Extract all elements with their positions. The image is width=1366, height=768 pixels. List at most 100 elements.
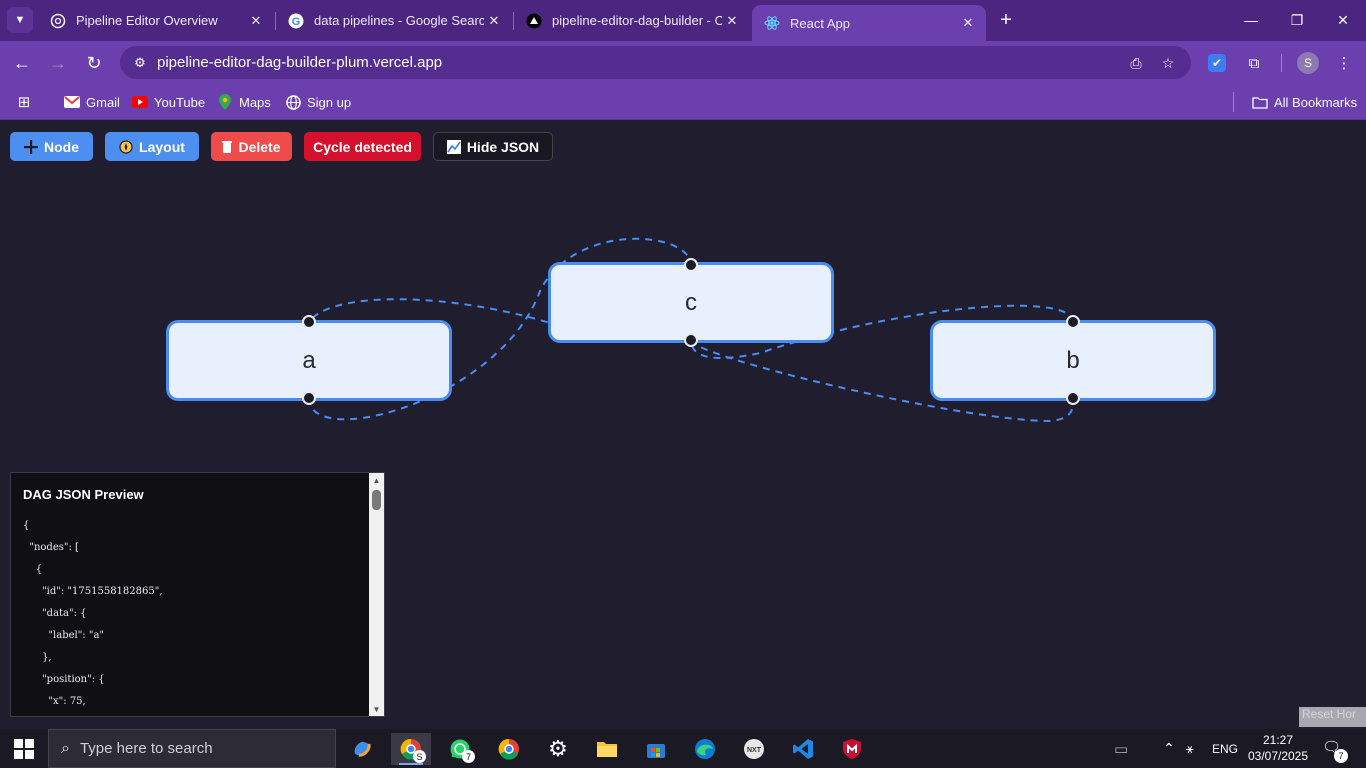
extensions-button[interactable]: ⧉ [1242, 51, 1266, 75]
bookmark-youtube[interactable]: YouTube [132, 92, 205, 112]
folder-icon [597, 742, 617, 757]
star-icon[interactable]: ☆ [1161, 54, 1175, 71]
node-b-source-handle[interactable] [1066, 391, 1080, 405]
browser-tab-strip: ▼ Pipeline Editor Overview ✕ G data pipe… [0, 0, 1366, 41]
tab-google-search[interactable]: G data pipelines - Google Search ✕ [276, 0, 512, 41]
close-icon[interactable]: ✕ [726, 12, 738, 28]
svg-text:NXT: NXT [747, 747, 762, 754]
taskbar-copilot[interactable] [342, 733, 382, 765]
close-icon: ✕ [1337, 11, 1349, 28]
auto-layout-button[interactable]: Layout [105, 132, 199, 161]
restore-button[interactable]: ❐ [1274, 0, 1320, 40]
dag-node-a[interactable]: a [166, 320, 452, 401]
json-preview-content: { "nodes": [ { "id": "1751558182865", "d… [23, 520, 163, 707]
node-a-source-handle[interactable] [302, 391, 316, 405]
bookmark-label: Gmail [86, 94, 120, 110]
close-icon[interactable]: ✕ [250, 12, 262, 28]
reset-overlay-text: Reset Hor [1299, 707, 1366, 727]
add-node-button[interactable]: Node [10, 132, 93, 161]
extension-icon: ✔ [1208, 54, 1226, 72]
tray-show-hidden[interactable]: ⌃ [1163, 729, 1175, 768]
tab-react-app[interactable]: React App ✕ [752, 5, 986, 41]
browser-toolbar: ← → ↻ ⚙ pipeline-editor-dag-builder-plum… [0, 41, 1366, 84]
toolbar-divider [1281, 54, 1282, 72]
search-placeholder: Type here to search [79, 740, 213, 757]
node-c-source-handle[interactable] [684, 333, 698, 347]
tab-search-button[interactable]: ▼ [7, 7, 33, 33]
taskbar-clock[interactable]: 21:27 03/07/2025 [1246, 732, 1310, 764]
install-app-icon[interactable]: ⎙ [1130, 54, 1142, 71]
edge-icon [695, 739, 715, 759]
node-b-target-handle[interactable] [1066, 315, 1080, 329]
forward-button[interactable]: → [44, 49, 72, 77]
tray-network-status[interactable]: ▭ [1114, 729, 1128, 768]
taskbar-edge[interactable] [685, 733, 725, 765]
plus-icon: + [1000, 8, 1012, 31]
menu-button[interactable]: ⋮ [1332, 51, 1356, 75]
chevron-up-icon: ⌃ [1163, 740, 1175, 756]
scroll-thumb[interactable] [372, 490, 381, 510]
json-preview-panel[interactable]: DAG JSON Preview { "nodes": [ { "id": "1… [10, 472, 385, 717]
json-scrollbar[interactable]: ▲ ▼ [369, 473, 384, 716]
profile-button[interactable]: S [1296, 51, 1320, 75]
trash-icon [222, 140, 233, 153]
minimize-button[interactable]: — [1228, 0, 1274, 40]
bookmark-maps[interactable]: Maps [217, 92, 271, 112]
edge-c-b [690, 339, 1075, 423]
notification-center-button[interactable]: 🗨 7 [1322, 738, 1348, 763]
taskbar-store[interactable] [636, 733, 676, 765]
reload-button[interactable]: ↻ [80, 49, 108, 77]
url-text[interactable]: pipeline-editor-dag-builder-plum.vercel.… [157, 54, 443, 71]
avatar: S [1297, 52, 1319, 74]
toggle-json-button[interactable]: Hide JSON [433, 132, 553, 161]
taskbar-chrome[interactable] [489, 733, 529, 765]
node-label: c [685, 288, 697, 316]
tab-separator [513, 12, 514, 30]
taskbar-file-explorer[interactable] [587, 733, 627, 765]
address-bar[interactable]: ⚙ pipeline-editor-dag-builder-plum.verce… [120, 46, 1191, 79]
tab-title: data pipelines - Google Search [314, 13, 484, 28]
gmail-icon [64, 94, 80, 110]
taskbar-settings[interactable]: ⚙ [538, 733, 578, 765]
dag-canvas[interactable] [0, 121, 1366, 729]
close-icon[interactable]: ✕ [962, 15, 974, 30]
bookmark-signup[interactable]: Sign up [285, 92, 351, 112]
taskbar-nxtwave[interactable]: NXT [734, 733, 774, 765]
close-icon[interactable]: ✕ [488, 12, 500, 28]
tab-vercel-project[interactable]: pipeline-editor-dag-builder - O ✕ [514, 0, 750, 41]
node-a-target-handle[interactable] [302, 315, 316, 329]
close-window-button[interactable]: ✕ [1320, 0, 1366, 40]
apps-button[interactable]: ⊞ [16, 92, 38, 112]
taskbar-search-input[interactable]: ⌕ Type here to search [48, 729, 336, 768]
tab-pipeline-editor-overview[interactable]: Pipeline Editor Overview ✕ [38, 0, 274, 41]
bookmark-gmail[interactable]: Gmail [64, 92, 120, 112]
dag-node-b[interactable]: b [930, 320, 1216, 401]
taskbar-chrome-profile[interactable]: S [391, 733, 431, 765]
all-bookmarks-button[interactable]: All Bookmarks [1252, 92, 1357, 112]
scroll-up-icon[interactable]: ▲ [372, 475, 381, 485]
edge-c-a [308, 298, 561, 327]
taskbar-vscode[interactable] [783, 733, 823, 765]
reload-icon: ↻ [86, 52, 102, 73]
new-tab-button[interactable]: + [994, 8, 1018, 32]
start-button[interactable] [14, 739, 34, 759]
globe-icon [285, 94, 301, 110]
scroll-down-icon[interactable]: ▼ [372, 704, 381, 714]
back-button[interactable]: ← [8, 49, 36, 77]
tray-network[interactable]: ⚹ [1186, 729, 1194, 768]
site-info-icon[interactable]: ⚙ [134, 55, 146, 70]
chatgpt-icon [50, 13, 66, 29]
dag-node-c[interactable]: c [548, 262, 834, 343]
node-c-target-handle[interactable] [684, 258, 698, 272]
edge-b-c [690, 304, 1074, 360]
apps-grid-icon: ⊞ [17, 94, 31, 111]
taskbar-whatsapp[interactable]: 7 [440, 733, 480, 765]
taskbar-mcafee[interactable] [832, 733, 872, 765]
language-label: ENG [1212, 741, 1239, 756]
tray-language[interactable]: ENG [1212, 729, 1238, 768]
kebab-menu-icon: ⋮ [1336, 55, 1352, 72]
delete-button[interactable]: Delete [211, 132, 292, 161]
chart-icon [446, 139, 461, 154]
add-node-label: Node [44, 138, 79, 155]
extension-button[interactable]: ✔ [1205, 51, 1229, 75]
